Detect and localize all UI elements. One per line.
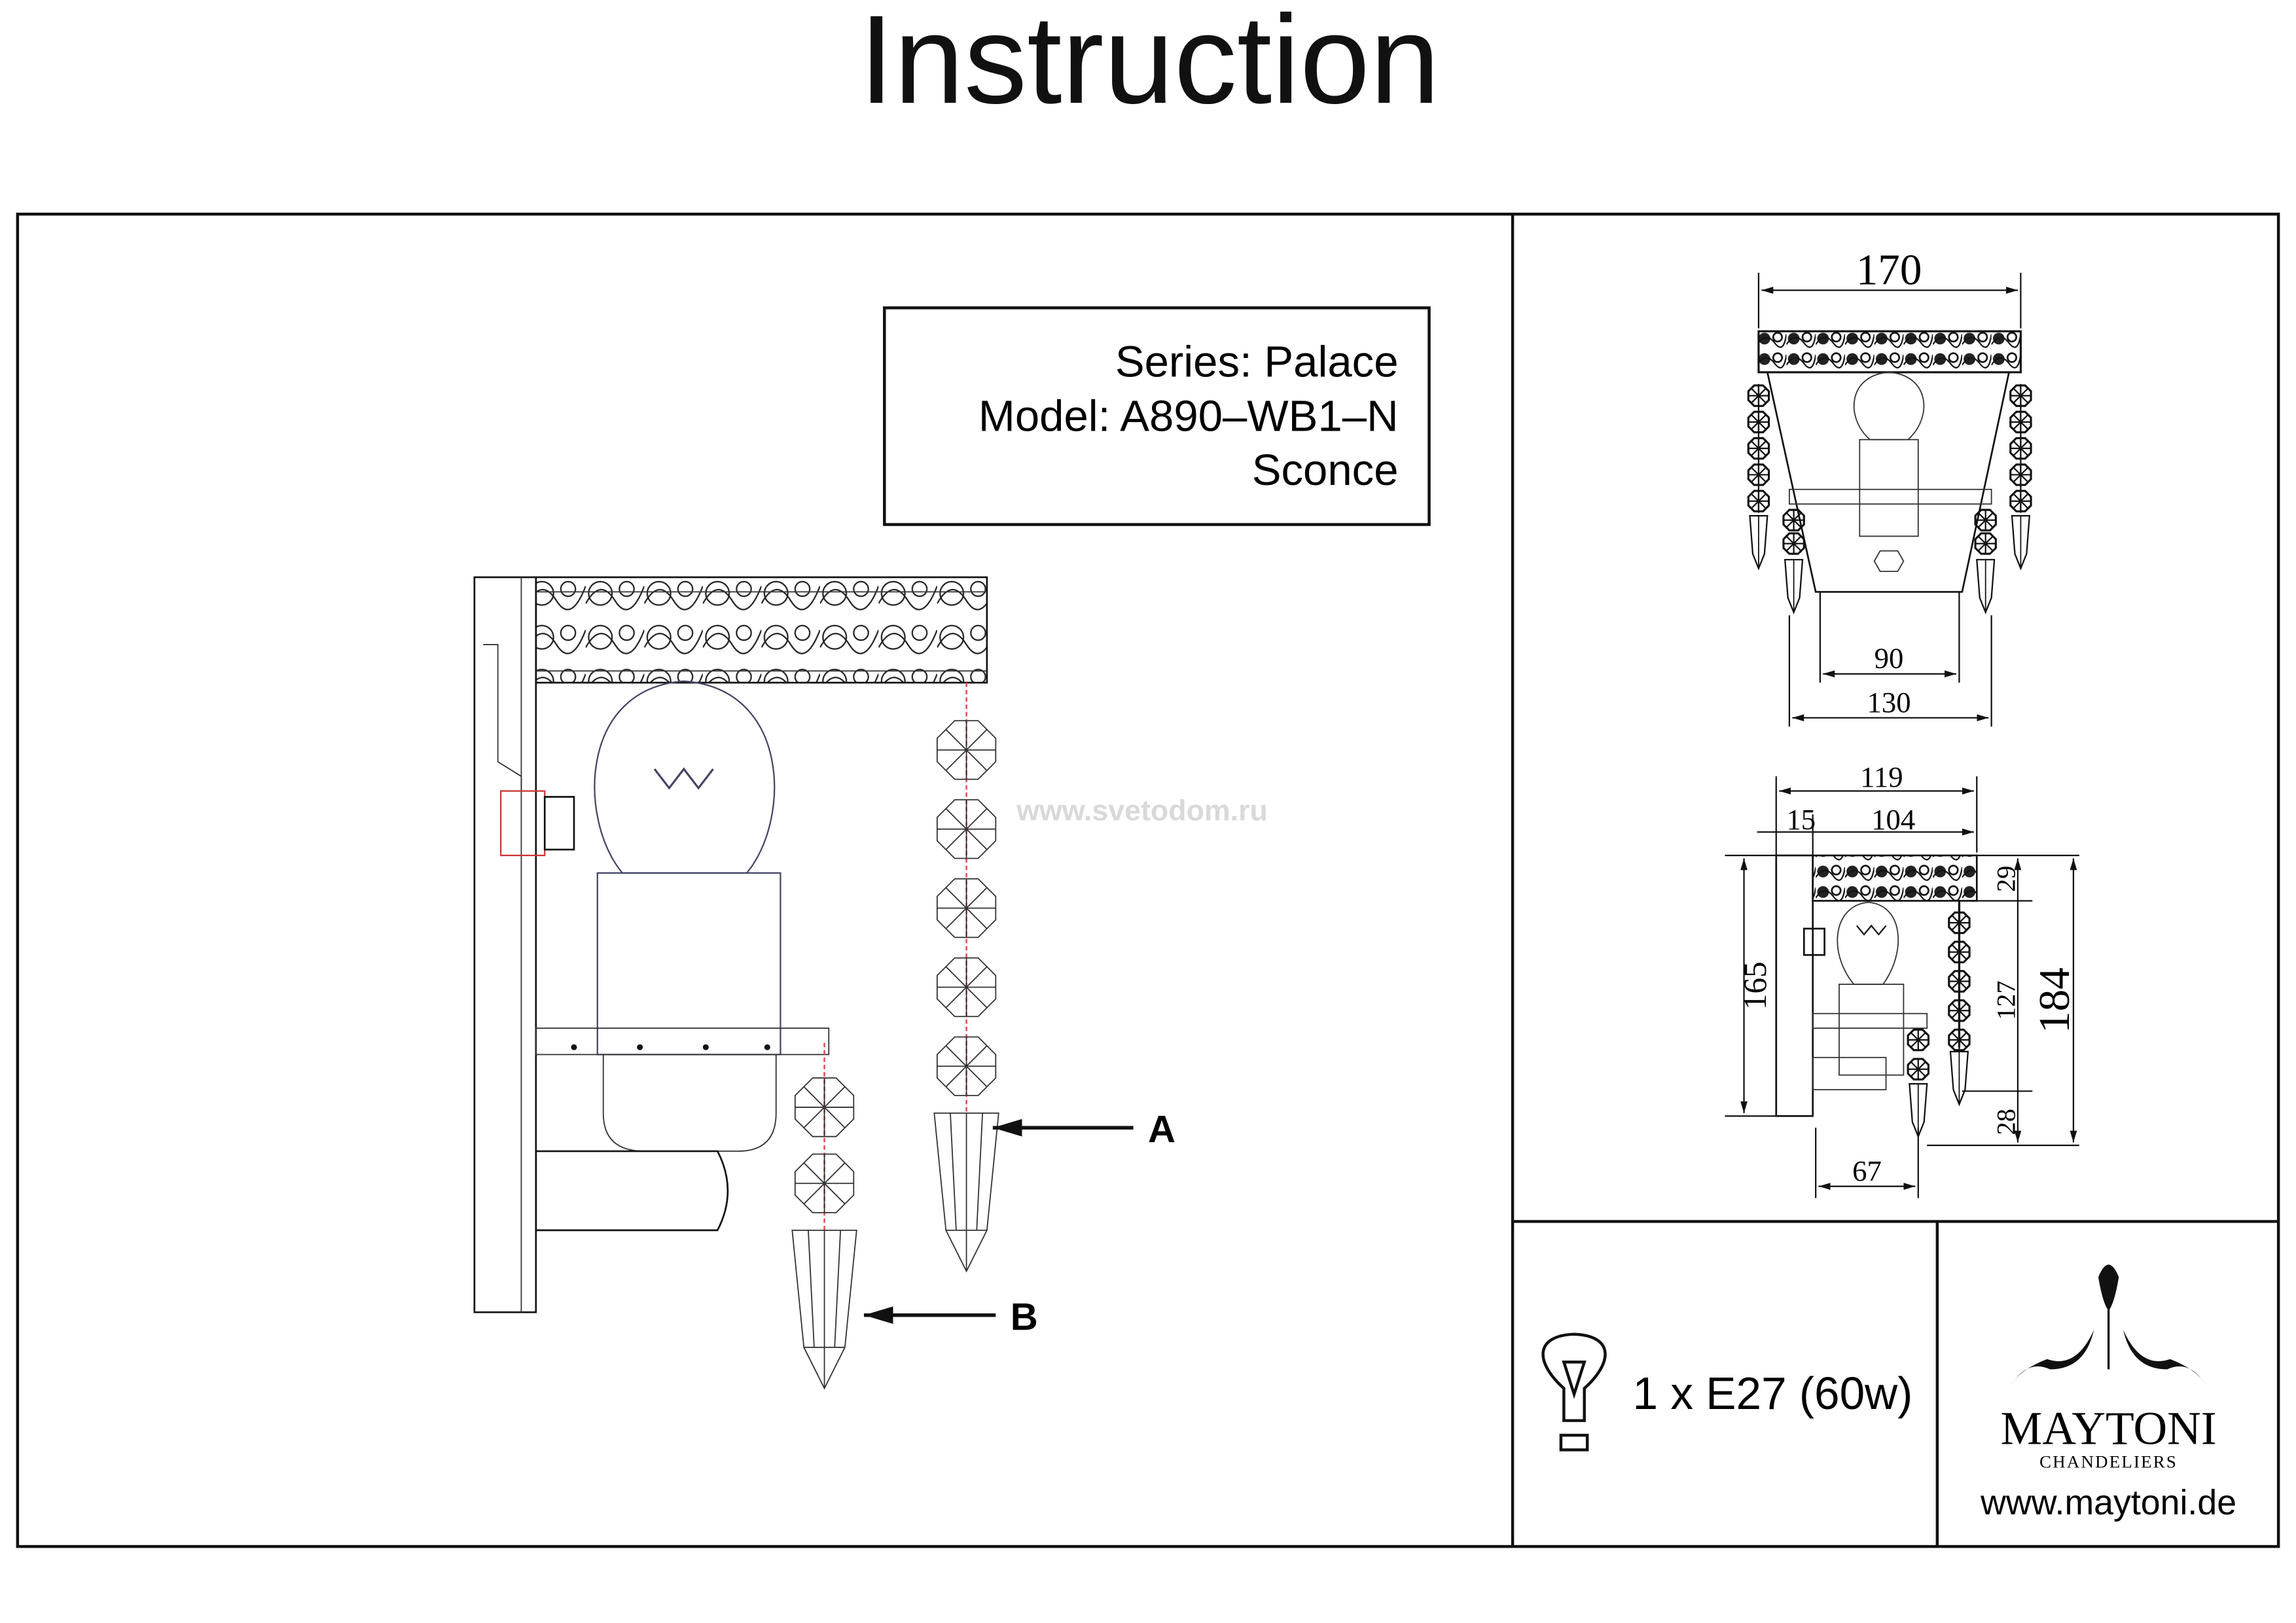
brand-name: MAYTONI bbox=[2001, 1402, 2217, 1454]
dim-chain-127: 127 bbox=[1991, 980, 2020, 1020]
type-label: Sconce bbox=[1252, 446, 1399, 495]
dim-frieze-29: 29 bbox=[1991, 866, 2020, 892]
watermark: www.svetodom.ru bbox=[1016, 794, 1268, 827]
dim-height-165: 165 bbox=[1737, 961, 1773, 1010]
dim-bottom-130: 130 bbox=[1867, 686, 1910, 719]
dim-offset-67: 67 bbox=[1852, 1154, 1882, 1187]
dim-plate-15: 15 bbox=[1786, 803, 1816, 836]
lamp-spec: 1 x E27 (60w) bbox=[1633, 1368, 1913, 1419]
page-title: Instruction bbox=[859, 0, 1440, 130]
dim-drop-28: 28 bbox=[1991, 1109, 2020, 1135]
bulb-icon bbox=[1541, 1332, 1607, 1452]
dim-total-184: 184 bbox=[2030, 967, 2079, 1033]
assembly-drawing bbox=[473, 576, 1134, 1389]
model-label: Model: A890–WB1–N bbox=[978, 391, 1399, 440]
dim-depth-119: 119 bbox=[1860, 760, 1903, 793]
maytoni-logo bbox=[2011, 1264, 2206, 1384]
side-view-drawing bbox=[1725, 776, 2079, 1198]
dim-width-170: 170 bbox=[1856, 245, 1922, 294]
brand-website[interactable]: www.maytoni.de bbox=[1980, 1483, 2236, 1522]
dim-depth-104: 104 bbox=[1871, 803, 1915, 836]
callout-b: B bbox=[1011, 1296, 1038, 1338]
product-info-box: Series: Palace Model: A890–WB1–N Sconce bbox=[883, 306, 1431, 526]
sheet-frame bbox=[16, 212, 2280, 1548]
front-view-drawing bbox=[1747, 272, 2032, 727]
series-label: Series: Palace bbox=[1115, 338, 1399, 387]
dim-bottom-90: 90 bbox=[1874, 642, 1904, 675]
callout-a: A bbox=[1148, 1109, 1175, 1151]
brand-tagline: CHANDELIERS bbox=[2039, 1452, 2178, 1471]
